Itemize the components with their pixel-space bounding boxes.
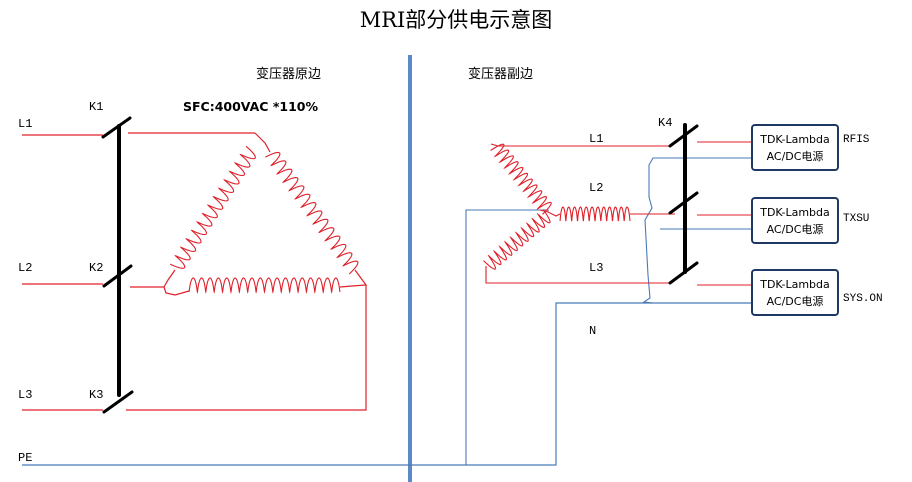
primary-input-labels: L1 L2 L3 PE K1 K2 K3: [18, 100, 103, 465]
input-l2-label: L2: [18, 261, 32, 275]
psu-rfis: TDK-Lambda AC/DC电源 RFIS: [751, 124, 870, 171]
primary-contactor: [101, 116, 134, 414]
sfc-annotation: SFC:400VAC *110%: [183, 99, 318, 114]
k3-contact: [102, 390, 134, 414]
primary-phase-wiring: [22, 132, 368, 411]
psu-box: [751, 124, 839, 171]
k2-label: K2: [89, 261, 103, 275]
delta-bottom-left-lead: [163, 286, 190, 296]
psu-type: AC/DC电源: [767, 294, 824, 308]
pe-label: PE: [18, 451, 32, 465]
secondary-coils: [483, 143, 631, 270]
input-l1-label: L1: [18, 117, 32, 131]
secondary-side-heading: 变压器副边: [468, 66, 533, 82]
psu-brand: TDK-Lambda: [759, 278, 830, 291]
psu-brand: TDK-Lambda: [759, 206, 830, 219]
delta-left-corner: [163, 269, 176, 288]
primary-side-heading: 变压器原边: [256, 66, 321, 82]
psu-box: [751, 197, 839, 244]
output-l3-label: L3: [589, 261, 603, 275]
psu-type: AC/DC电源: [767, 149, 824, 163]
primary-coil-bottom: [188, 277, 341, 294]
secondary-l3-wire: [485, 266, 670, 284]
psu-txsu: TDK-Lambda AC/DC电源 TXSU: [751, 197, 869, 244]
psu-output-label: TXSU: [843, 213, 869, 225]
psu-brand: TDK-Lambda: [759, 133, 830, 146]
pe-wire: [22, 302, 752, 466]
k1-contact: [101, 116, 132, 139]
k3-output-wire: [126, 285, 367, 411]
star-point-wire: [465, 209, 549, 465]
secondary-coil-middle: [559, 206, 631, 222]
k4-label: K4: [658, 116, 672, 130]
psu1-return-wire: [642, 157, 752, 304]
k3-label: K3: [89, 388, 103, 402]
primary-coil-right: [265, 151, 359, 275]
secondary-contactor: [668, 123, 699, 285]
input-l3-label: L3: [18, 388, 32, 402]
secondary-neutral-wiring: [465, 157, 752, 465]
secondary-coil-upper: [490, 143, 552, 215]
k4-contact-l1: [668, 124, 699, 148]
diagram-title: MRI部分供电示意图: [360, 8, 553, 32]
k4-contact-l3: [668, 261, 699, 285]
secondary-coil-lower: [483, 209, 551, 270]
output-l1-label: L1: [589, 132, 603, 146]
secondary-labels: K4 L1 L2 L3 N: [589, 116, 672, 338]
delta-bottom-right-lead: [339, 269, 368, 288]
secondary-phase-wiring: [485, 141, 752, 286]
psu-type: AC/DC电源: [767, 222, 824, 236]
psu-box: [751, 269, 839, 316]
star-junction: [539, 209, 561, 217]
psu-sys-on: TDK-Lambda AC/DC电源 SYS.ON: [751, 269, 883, 316]
secondary-l1-wire: [490, 143, 670, 147]
k4-contact-l2: [668, 191, 699, 215]
primary-coils: [169, 145, 359, 294]
k1-label: K1: [89, 100, 103, 114]
psu-output-label: RFIS: [843, 134, 870, 146]
neutral-label: N: [589, 324, 596, 338]
primary-coil-left: [169, 145, 256, 269]
output-l2-label: L2: [589, 181, 603, 195]
k2-contact: [102, 264, 133, 288]
psu-output-label: SYS.ON: [843, 293, 883, 305]
delta-top-corner: [254, 132, 271, 153]
